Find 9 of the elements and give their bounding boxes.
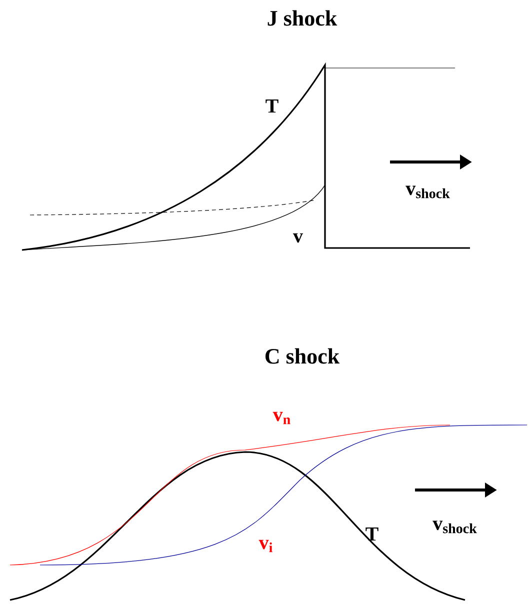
curve-label: v$_{i}$ xyxy=(258,540,272,552)
curve-label: v$_{n}$ xyxy=(272,412,290,424)
curve-label: T xyxy=(266,99,278,113)
curve-label: T xyxy=(366,527,378,541)
curve-label: v$_{shock}$ xyxy=(432,520,477,534)
heading: J shock xyxy=(268,10,338,26)
curve-label: v xyxy=(293,233,303,243)
curve-label: v$_{shock}$ xyxy=(406,186,450,198)
heading: C shock xyxy=(265,348,340,364)
